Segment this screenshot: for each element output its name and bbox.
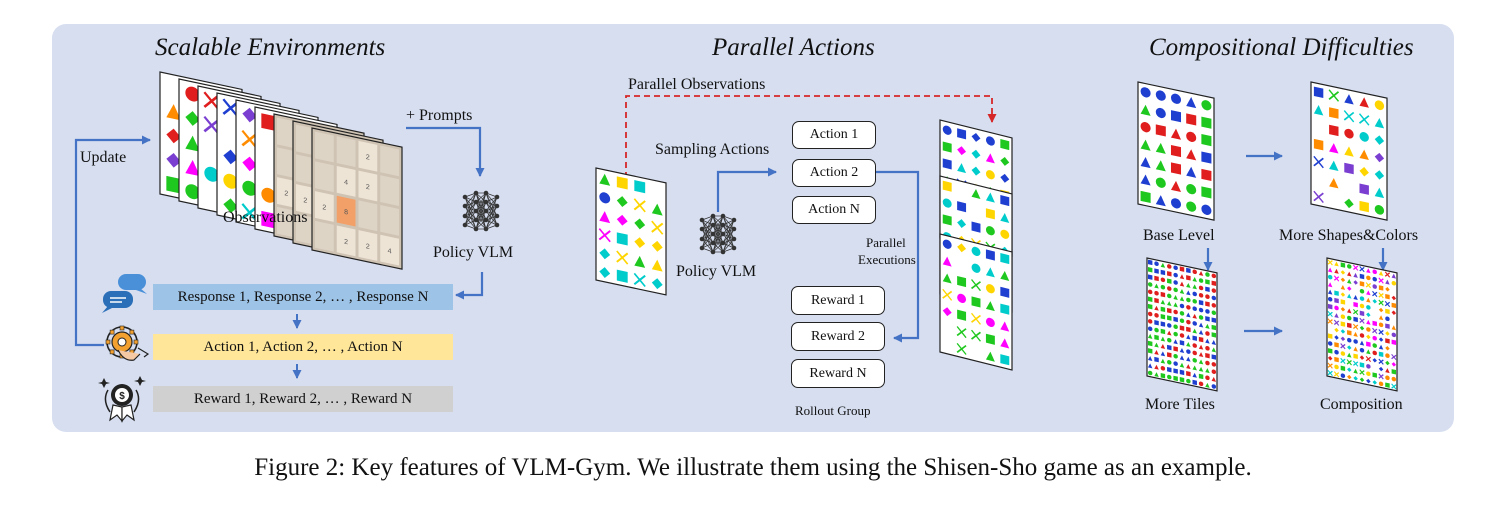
executions-arrow [876,170,920,343]
composition-board [1326,257,1398,392]
observation-board [595,167,667,296]
tile-number: 2 [303,197,307,205]
tile-number: 2 [366,243,370,251]
composition-label: Composition [1320,396,1403,413]
figure-caption: Figure 2: Key features of VLM-Gym. We il… [254,454,1252,481]
reward-box-n: Reward N [791,359,885,388]
observation-board-2048: 2 4 2 2 8 2 2 4 [311,127,403,270]
action-box-n: Action N [792,196,876,224]
reward-box-2: Reward 2 [791,322,885,351]
money-medal-icon: $ [98,376,146,423]
prompts-label: + Prompts [406,107,473,124]
tile-number: 2 [322,204,326,212]
neural-network-icon [699,213,737,255]
rollout-group-label: Rollout Group [795,403,871,418]
prompts-arrow [406,126,485,177]
section-title-compositional: Compositional Difficulties [1149,34,1414,61]
base-level-label: Base Level [1143,227,1215,244]
tile-number: 4 [388,248,392,256]
actions-bar: Action 1, Action 2, … , Action N [153,334,453,360]
tile-number: 2 [366,184,370,192]
sampling-actions-arrow [716,167,777,212]
chat-bubbles-icon [102,274,147,313]
base-level-board [1137,81,1215,221]
policy-to-response-arrow [455,272,484,300]
tile-number: 2 [284,190,288,198]
parallel-board-3 [939,233,1013,371]
observations-label: Observations [223,209,308,226]
policy-vlm-label: Policy VLM [433,244,514,261]
tile-number: 2 [344,239,348,247]
tile-number: 4 [344,179,348,187]
parallel-executions-label-1: Parallel [866,235,906,250]
parallel-executions-label-2: Executions [858,252,916,267]
svg-text:$: $ [119,391,125,402]
reward-box-1: Reward 1 [791,286,885,315]
middle-policy-vlm-label: Policy VLM [676,263,757,280]
sampling-actions-label: Sampling Actions [655,141,770,158]
gear-hand-icon [105,325,150,361]
more-tiles-label: More Tiles [1145,396,1215,413]
parallel-observations-label: Parallel Observations [628,76,766,93]
rewards-bar: Reward 1, Reward 2, … , Reward N [153,386,453,412]
neural-network-icon [462,190,500,232]
more-shapes-colors-label: More Shapes&Colors [1279,227,1419,244]
action-box-2: Action 2 [792,159,876,187]
tile-number: 2 [366,154,370,162]
tile-number: 8 [344,209,348,217]
more-tiles-board [1146,257,1218,392]
parallel-observations-arrow [625,95,997,178]
action-box-1: Action 1 [792,121,876,149]
update-arrow [74,135,151,347]
responses-bar: Response 1, Response 2, … , Response N [153,284,453,310]
more-shapes-colors-board [1310,81,1388,221]
update-label: Update [80,149,127,166]
section-title-parallel: Parallel Actions [712,34,875,61]
section-title-scalable: Scalable Environments [155,34,386,61]
